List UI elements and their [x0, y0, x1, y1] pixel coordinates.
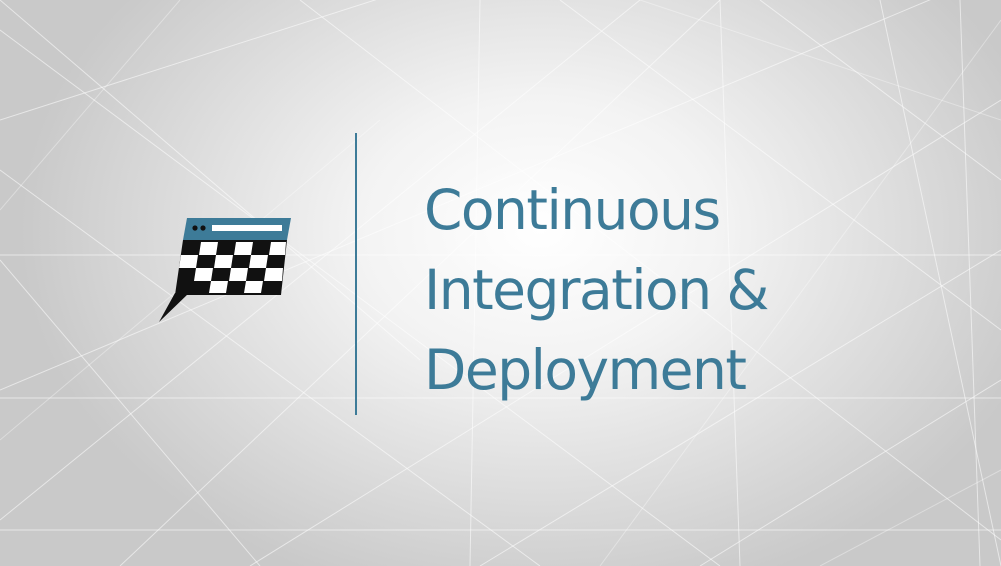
logo-dot	[192, 225, 198, 231]
title-line-2: Integration &	[424, 258, 769, 322]
title-line-1: Continuous	[424, 178, 721, 242]
logo-pole	[159, 293, 189, 322]
logo-dot	[200, 225, 206, 231]
logo-address-bar	[212, 225, 282, 231]
page-title: Continuous Integration & Deployment	[424, 170, 769, 410]
title-line-3: Deployment	[424, 338, 747, 402]
logo-checkered-body	[175, 240, 287, 295]
checkered-flag-browser-icon	[159, 218, 291, 322]
vertical-divider	[355, 133, 357, 415]
